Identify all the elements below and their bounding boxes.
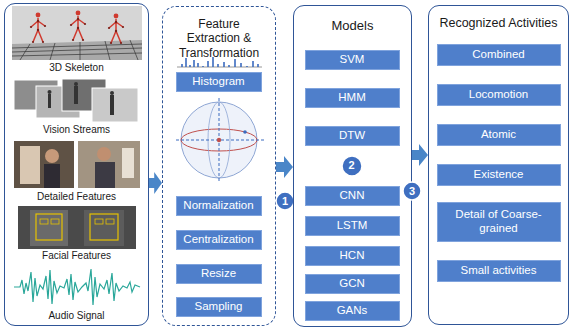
box-label: Atomic (481, 128, 516, 141)
process-box: CNN (305, 186, 400, 206)
process-box: Small activities (437, 260, 561, 282)
box-label: GCN (339, 277, 365, 290)
process-box: GCN (305, 274, 400, 294)
process-box: Locomotion (437, 84, 561, 106)
input-caption: Facial Features (5, 250, 148, 262)
box-label: HMM (338, 91, 365, 104)
box-label: HCN (340, 249, 365, 262)
box-label: CNN (340, 189, 365, 202)
box-label: DTW (339, 129, 365, 142)
skeleton-image (12, 6, 142, 60)
process-box: LSTM (305, 216, 400, 236)
panel-heading: Recognized Activities (434, 16, 564, 31)
box-label: Locomotion (469, 88, 528, 101)
step-circle: 1 (275, 191, 295, 211)
input-panel: 3D SkeletonVision StreamsDetailed Featur… (4, 3, 149, 326)
block-arrow (412, 144, 428, 166)
process-box: Sampling (176, 297, 262, 317)
process-box: Combined (437, 44, 561, 66)
input-caption: 3D Skeleton (5, 62, 148, 74)
audio-waveform-image (14, 269, 140, 305)
step-number: 1 (282, 196, 288, 207)
step-circle: 2 (341, 155, 363, 177)
process-box: Histogram (176, 72, 262, 92)
panel-heading: Feature Extraction & Transformation (171, 17, 267, 60)
process-box: SVM (305, 50, 400, 70)
process-box: DTW (305, 126, 400, 146)
process-box: Detail of Coarse-grained (437, 202, 561, 242)
process-box: GANs (305, 301, 400, 321)
panel-heading: Models (298, 18, 408, 34)
box-label: Small activities (460, 264, 536, 277)
process-box: Resize (176, 264, 262, 284)
box-label: Centralization (183, 233, 253, 246)
process-box: Existence (437, 164, 561, 186)
circle-shape (403, 182, 421, 200)
stage-panel: ModelsSVM HMM DTW 2CNN LSTM HCN GCN GANs (293, 5, 412, 327)
vision-streams-image (14, 79, 138, 122)
facial-features-image (18, 206, 136, 249)
step-circle: 3 (402, 181, 422, 201)
input-caption: Vision Streams (5, 124, 148, 136)
stage-panel: Recognized ActivitiesCombinedLocomotionA… (428, 5, 569, 325)
box-label: SVM (340, 53, 365, 66)
input-caption: Detailed Features (5, 191, 148, 203)
box-label: Resize (201, 267, 236, 280)
box-label: Histogram (192, 75, 244, 88)
box-label: Normalization (183, 199, 253, 212)
step-number: 3 (409, 186, 415, 197)
process-box: Centralization (176, 230, 262, 250)
detailed-features-image (14, 141, 140, 188)
box-label: GANs (337, 304, 368, 317)
stage-panel-dashed: Feature Extraction & TransformationHisto… (162, 6, 276, 326)
process-box: Atomic (437, 124, 561, 146)
process-box: Normalization (176, 196, 262, 216)
process-box: HCN (305, 246, 400, 266)
step-number: 2 (348, 160, 354, 171)
process-box: HMM (305, 88, 400, 108)
block-arrow (276, 156, 293, 178)
box-label: Combined (472, 48, 524, 61)
box-label: Existence (474, 168, 524, 181)
sphere-illustration (176, 98, 266, 182)
circle-shape (342, 156, 362, 176)
box-label: Detail of Coarse-grained (441, 208, 557, 234)
box-label: Sampling (195, 300, 243, 313)
box-label: LSTM (337, 219, 368, 232)
block-arrow (149, 172, 162, 194)
input-caption: Audio Signal (5, 310, 148, 322)
circle-shape (276, 192, 294, 210)
